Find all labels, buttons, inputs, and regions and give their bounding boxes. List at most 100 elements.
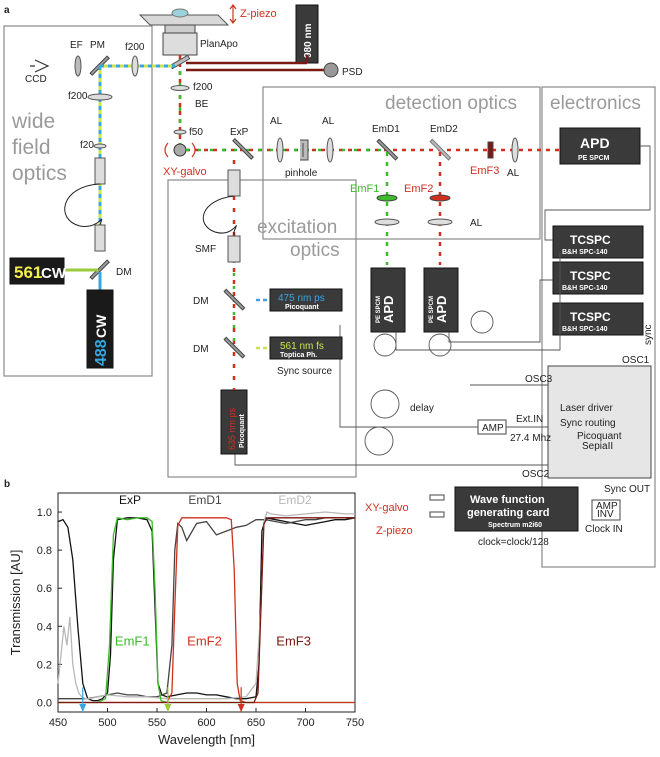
resistor-1 [429,494,445,501]
x-tick-label: 600 [197,717,215,729]
xy-galvo-top-label: XY-galvo [163,166,207,178]
apd-1-title: APD [381,296,396,323]
al-lens-2 [326,137,334,163]
filter-label-emf1: EmF1 [115,633,150,648]
x-tick-label: 650 [247,717,265,729]
wire-apd2 [448,279,553,343]
al-lens-3a [374,218,400,226]
laser-475: 475 nm ps Picoquant [269,288,343,312]
ccd-label: CCD [25,74,47,85]
wire-ext [339,325,478,428]
emd2-label: EmD2 [430,124,458,135]
al2-label: AL [322,116,335,127]
f200c-label: f200 [193,82,213,93]
y-tick-label: 0.6 [37,583,52,595]
excitation-box [167,179,357,478]
laser-980nm: 980 nm [295,4,319,64]
clock-in-label: Clock IN [585,524,623,535]
dm1-label: DM [116,267,132,278]
series-emf2 [58,517,355,704]
legend-emd1: EmD1 [188,493,222,507]
emf1-label: EmF1 [350,183,379,195]
wf-line3: Spectrum m2i60 [488,522,542,529]
emf2-label: EmF2 [404,183,433,195]
ld-line1: Laser driver [560,403,613,414]
ext-in-label: Ext.IN [516,414,543,425]
y-axis-label: Transmission [AU] [8,550,23,656]
excitation-title-2: optics [290,240,340,261]
tcspc-2: TCSPC B&H SPC-140 [552,261,644,295]
apd-2-sub: PE SPCM [429,296,435,323]
wf-collimator-2 [94,224,106,252]
excitation-title-1: excitation [257,217,337,238]
xy-galvo-b-label: XY-galvo [365,502,409,514]
al-lens-3b [427,218,453,226]
laser-561fs: 561 nm fs Toptica Ph. [269,336,343,360]
laser-635-l1: 635 nm ps [227,407,237,450]
f200a-label: f200 [125,42,145,53]
laser-driver: Laser driver Sync routing Picoquant Sepi… [547,365,652,479]
lens-f200-top [170,85,190,91]
smf-label: SMF [195,244,216,255]
smf-fiber-collimator-2 [227,235,241,263]
laser-561cw-unit: CW [41,265,67,282]
cable-loop-4 [364,426,394,456]
laser-561cw: 561 CW [9,257,67,285]
cable-loop-3 [470,310,494,334]
tcspc-1-sub: B&H SPC-140 [562,249,608,256]
ef-filter [74,55,82,77]
osc3-label: OSC3 [525,374,553,385]
x-tick-label: 550 [148,717,166,729]
laser-635: 635 nm ps Picoquant [220,389,248,455]
filter-label-emf2: EmF2 [187,633,222,648]
osc2-label: OSC2 [522,469,550,480]
emd2-dichroic [429,138,452,161]
apd-2-title: APD [434,296,449,323]
amp-inv-label-2: INV [597,509,614,520]
wave-function-card: Wave function generating card Spectrum m… [454,486,579,532]
laser-561cw-num: 561 [14,263,42,282]
y-tick-label: 0.2 [37,659,52,671]
wide-field-title-3: optics [12,162,67,185]
dm-3 [223,336,246,359]
psd-detector [323,62,339,78]
smf-fiber [202,195,237,236]
tcspc-3: TCSPC B&H SPC-140 [552,302,644,336]
filter-label-emf3: EmF3 [276,633,311,648]
ccd-eye-icon [30,59,50,73]
lens-f20 [93,143,107,149]
emf3-label: EmF3 [470,165,499,177]
x-tick-label: 500 [98,717,116,729]
osc1-label: OSC1 [622,355,650,366]
laser-475-l1: 475 nm ps [278,293,325,304]
y-tick-label: 0.8 [37,545,52,557]
laser-488cw-num: 488 [93,339,110,366]
laser-561-l1: 561 nm fs [280,341,324,352]
tcspc-1-title: TCSPC [570,233,611,247]
lens-f200-b [87,93,113,101]
al-lens-1 [276,137,284,163]
detection-box [262,86,541,240]
pinhole-icon [300,139,309,161]
y-tick-label: 0.4 [37,621,52,633]
amp-label: AMP [482,423,504,434]
f50-label: f50 [189,127,203,138]
delay-label: delay [410,403,434,414]
electronics-title: electronics [550,93,641,114]
detection-title: detection optics [385,93,517,114]
laser-561-l2: Toptica Ph. [280,352,317,359]
cable-loop-2 [428,333,452,357]
dm2-label: DM [193,296,209,307]
resistor-2 [429,511,445,518]
tcspc-3-sub: B&H SPC-140 [562,326,608,333]
marker-arrow-icon [237,704,245,712]
sample-stage [138,8,230,26]
apd-2: APD PE SPCM [423,267,459,333]
marker-arrow-icon [164,704,172,712]
apd-main-title: APD [580,135,610,151]
x-tick-label: 750 [346,717,364,729]
apd-main-sub: PE SPCM [578,155,610,162]
sync-source-label: Sync source [277,366,332,377]
ld-line3: Picoquant [577,431,622,442]
